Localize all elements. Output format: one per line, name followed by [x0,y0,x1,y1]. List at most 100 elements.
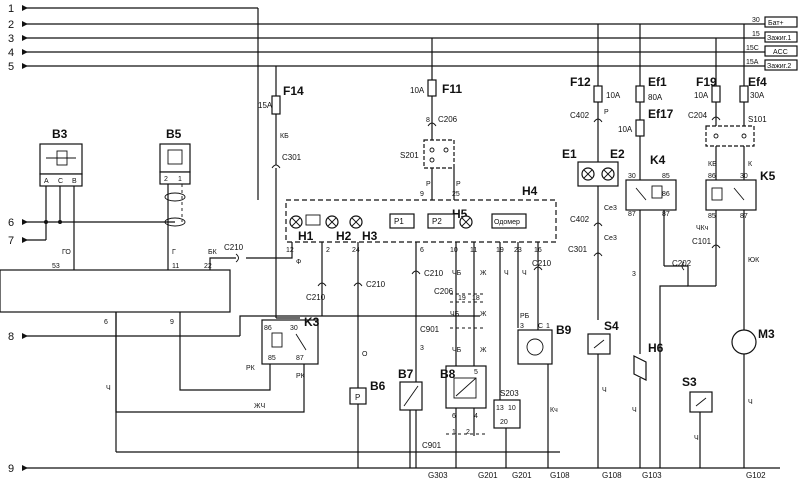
fuse-name: F11 [442,82,462,96]
bus-code: 30 [752,17,760,24]
wire-color: Ч [748,399,753,406]
pin-label: 87 [662,211,670,218]
line-number: 8 [8,331,14,343]
pin-label: 6 [420,247,424,254]
label-k5: K5 [760,169,776,183]
fuse-rating: 10A [618,125,633,134]
pin-label: 1 [178,176,182,183]
fuse-name: F14 [283,84,304,98]
bus-label-acc: ACC [773,49,788,56]
switch-s4: S4 Ч [587,319,619,468]
pin-label: 5 [474,369,478,376]
fuse-rating: 15A [258,101,273,110]
switch-s3: S3 Ч [682,375,713,468]
fuse-name: Ef17 [648,107,674,121]
ground-label: G108 [550,471,570,480]
pin-label: 12 [286,247,294,254]
pin-label: 20 [500,419,508,426]
lamps-e1-e2: E1 E2 Се3 C402 Се3 C301 [562,147,625,320]
pin-label: 6 [452,413,456,420]
sensor-b6: P B6 [349,379,386,405]
fuse-ef1: Ef1 80A Ef17 10A [618,24,674,180]
label-b7: B7 [398,367,414,381]
pin-label: 18 [472,295,480,302]
pin-label: 4 [474,413,478,420]
connector-label: C206 [434,287,454,296]
pin-label: 2 [164,176,168,183]
bus-terminal-labels: Бат+ Зажиг.1 ACC Зажиг.2 [764,16,798,71]
connector-label: C210 [532,259,552,268]
wire-color: РБ [520,313,530,320]
wire-color: Г [172,249,176,256]
bus-label-ign1: Зажиг.1 [767,35,791,42]
wire-color: Ч [106,385,111,392]
motor-m3: M3 Ч [731,327,775,468]
wire-color: Ч [602,387,607,394]
bus-lines [22,7,770,200]
pin-label: 25 [452,191,460,198]
label-h1: H1 [298,229,314,243]
label-p1: P1 [394,217,404,226]
connector-label: C206 [438,115,458,124]
wire-color: О [362,351,368,358]
instrument-cluster-h4: H4 H5 H1 H2 H3 P1 P2 Одомер 12 2 24 6 10 [285,184,557,254]
pin-label: 3 [632,271,636,278]
pin-label: 10 [508,405,516,412]
connector-label: C402 [570,215,590,224]
ground-label: G103 [642,471,662,480]
label-s201: S201 [400,151,419,160]
bus-code: 15C [746,45,759,52]
label-s101: S101 [748,115,767,124]
pin-label: 11 [172,263,179,270]
pin-label: C [58,178,63,185]
fuse-name: Ef1 [648,75,667,89]
pin-label: 8 [426,117,430,124]
line-number: 6 [8,217,14,229]
pin-label: 3 [420,345,424,352]
fuse-rating: 10A [410,86,425,95]
connector-label: C202 [672,259,692,268]
label-b6: B6 [370,379,386,393]
connector-label: C210 [306,293,326,302]
pin-label: 2 [466,429,470,436]
fuse-name: Ef4 [748,75,767,89]
label-p2: P2 [432,217,442,226]
wire-color: Р [604,109,609,116]
wire-color: Се3 [604,235,617,242]
pin-label: 87 [296,355,304,362]
connector-label: C301 [282,153,302,162]
line-8: 8 [8,315,480,343]
ground-label: G102 [746,471,766,480]
relay-k4: K4 30 85 86 87 87 3 [625,153,688,354]
label-h2: H2 [336,229,352,243]
fuse-name: F19 [696,75,717,89]
pin-label: 85 [662,173,670,180]
pin-label: A [44,178,49,185]
wire-color: С [538,323,543,330]
ground-label: G201 [512,471,532,480]
fuse-name: F12 [570,75,591,89]
ground-wiring: Ч [106,312,560,468]
wire-color: Ж [480,311,487,318]
label-h3: H3 [362,229,378,243]
bus-codes: 30 15 15C 15A [746,17,760,66]
label-b3: B3 [52,127,68,141]
wire-color: КБ [708,161,717,168]
connector-label: C210 [424,269,444,278]
wire-color: ЧКч [696,225,709,232]
line-number: 7 [8,235,14,247]
label-b5: B5 [166,127,182,141]
pin-label: 9 [420,191,424,198]
pin-label: B [72,178,77,185]
pin-label: 24 [352,247,360,254]
wire-color: ГО [62,249,71,256]
ground-label: G303 [428,471,448,480]
pin-label: 6 [104,319,108,326]
connector-label: C210 [366,280,386,289]
wire-color: Кч [550,407,558,414]
sensor-b7: B7 [398,367,423,411]
bus-number: 1 [8,3,14,15]
connector-label: C301 [568,245,588,254]
pin-label: 86 [708,173,716,180]
